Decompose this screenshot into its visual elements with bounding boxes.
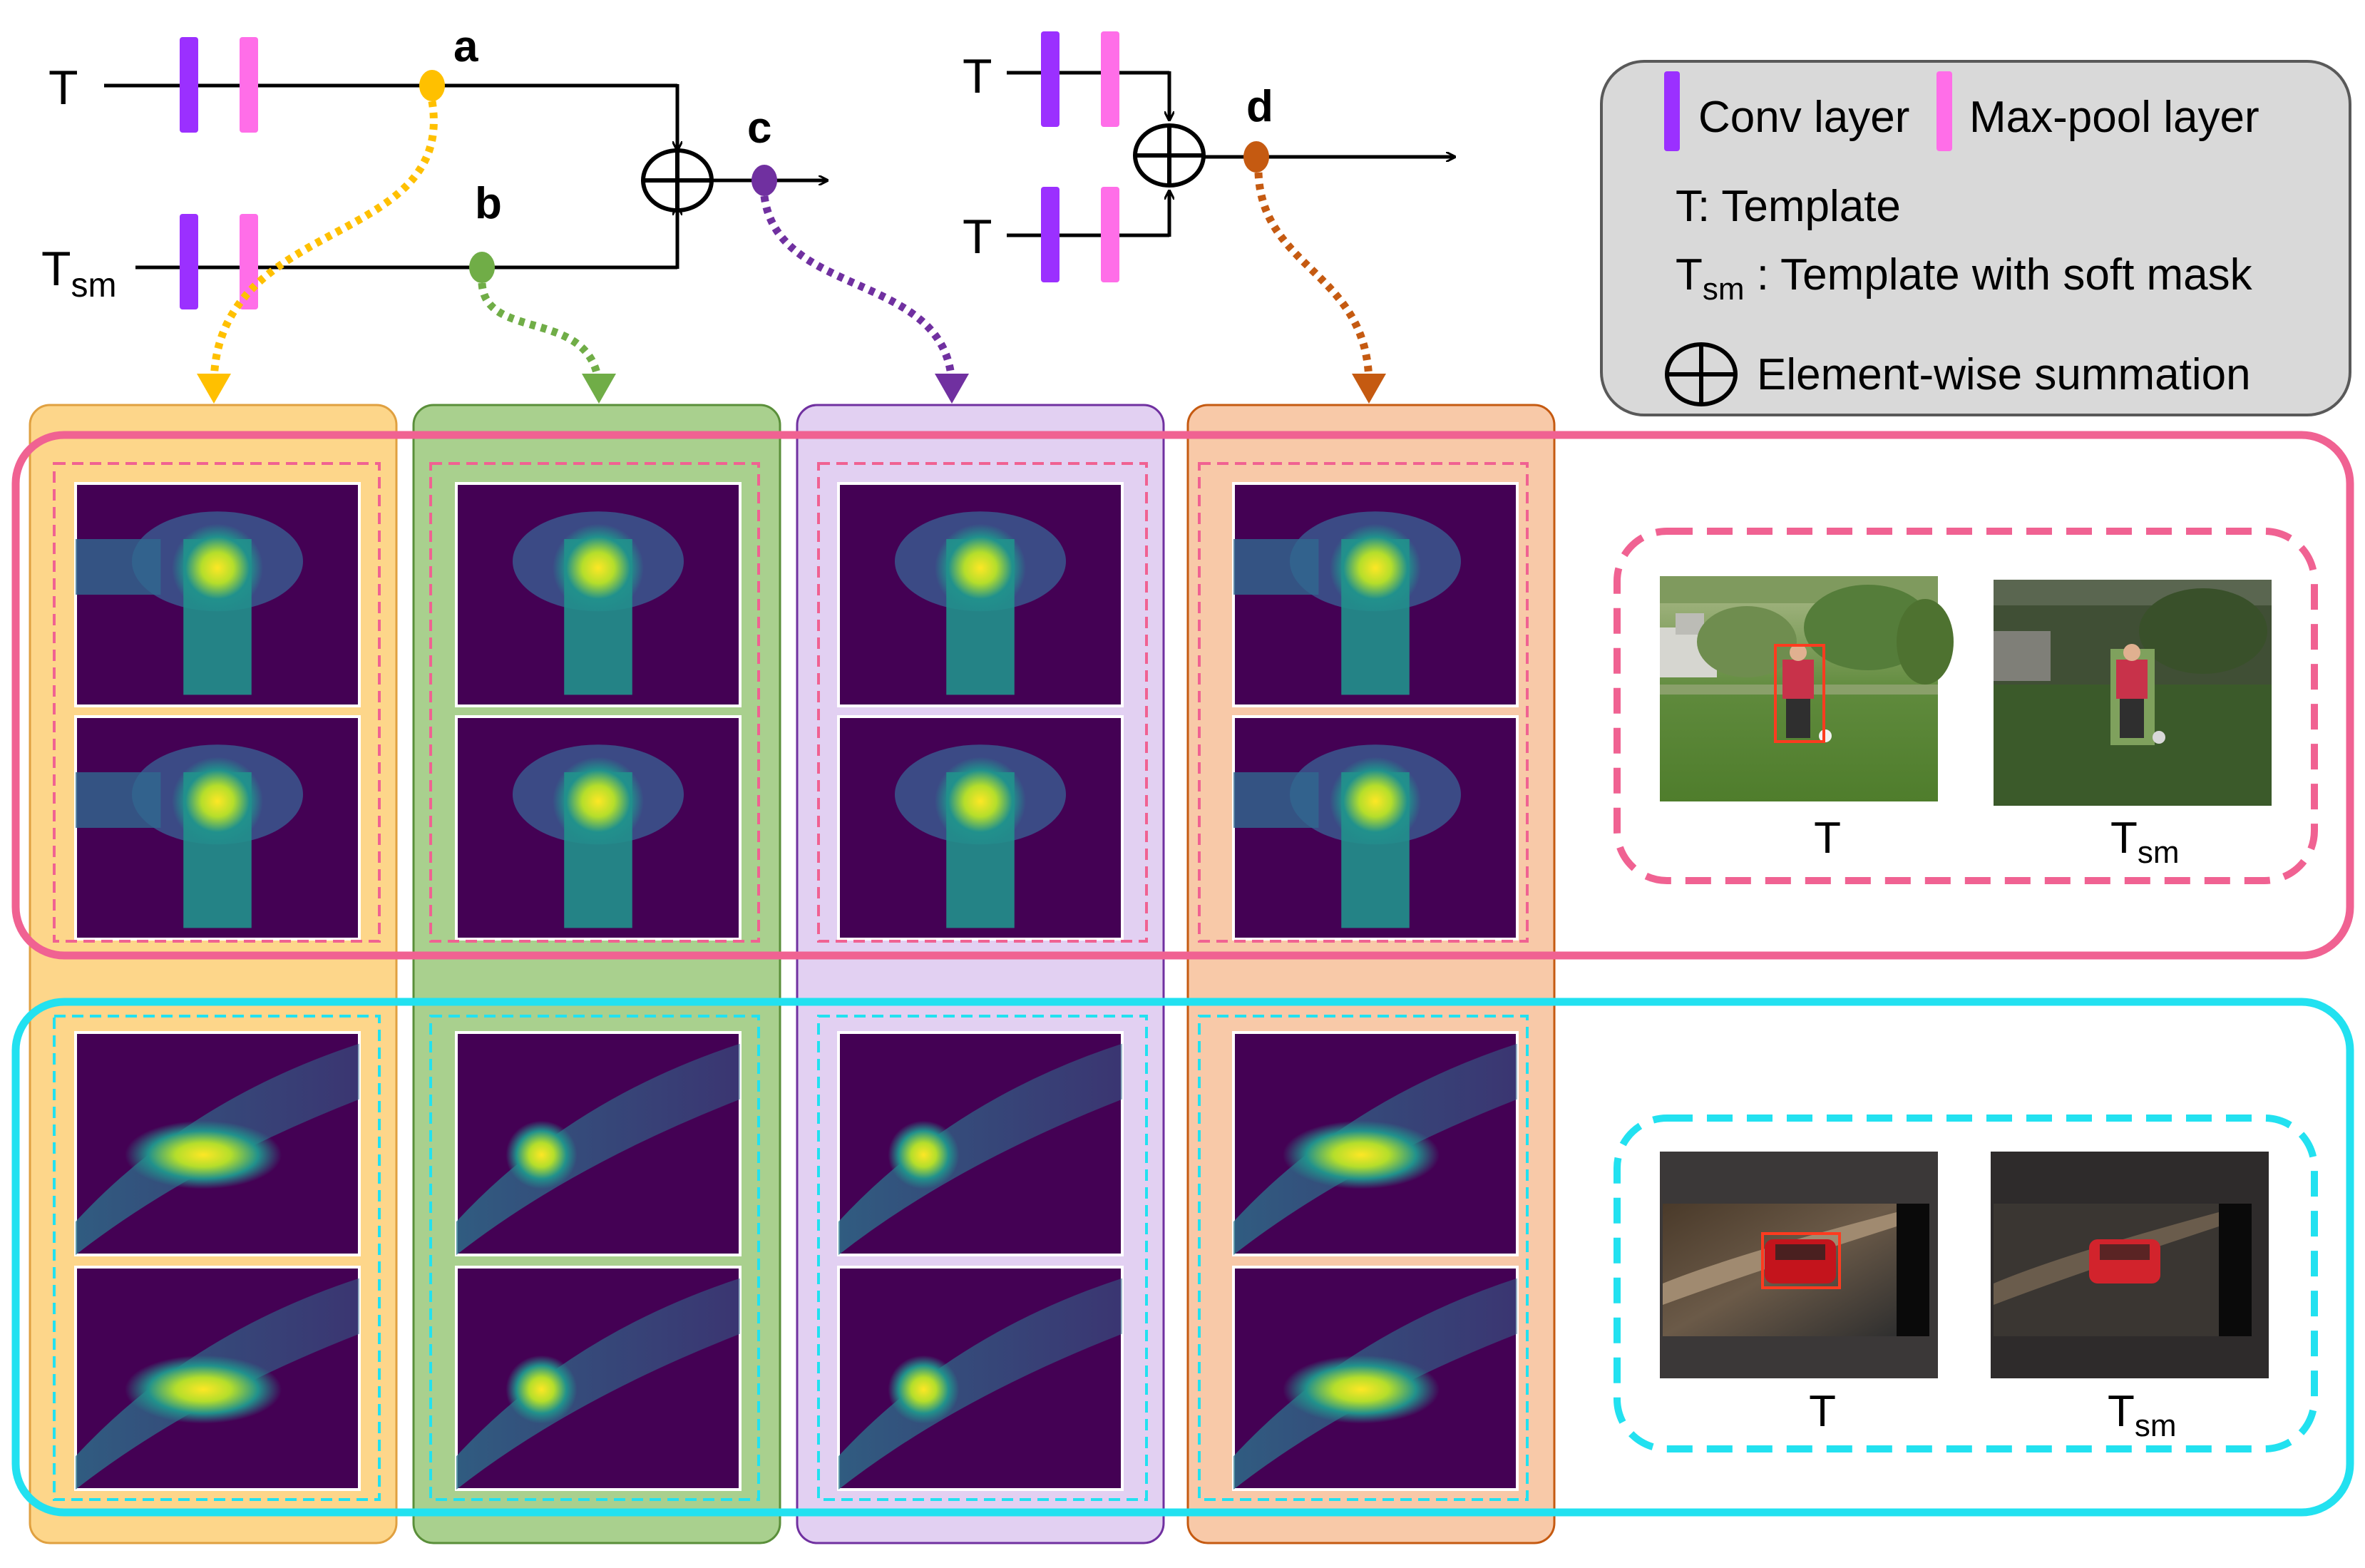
heatmap-a2-2: [74, 1266, 361, 1491]
arrow-b: [478, 282, 603, 386]
legend-background: [1600, 60, 2351, 416]
legend-pool-label: Max-pool layer: [1969, 93, 2259, 142]
soccer-template-image: [1660, 576, 1954, 801]
legend-template-definition: T: Template: [1676, 182, 1901, 231]
feature-arrowheads: [197, 374, 1386, 404]
example-row-2-tsm-label: Tsm: [2108, 1387, 2177, 1443]
example-row-1-dashed-frame: [1614, 528, 2318, 884]
heatmap-b2-1: [455, 1031, 742, 1256]
row-2-frame: [11, 998, 2354, 1517]
example-row-2: T Tsm: [1614, 1114, 2318, 1452]
summation-node-right: [1133, 123, 1206, 188]
legend-box: Conv layer Max-pool layer T: Template Ts…: [1600, 60, 2351, 416]
car-target-box: [1761, 1232, 1841, 1289]
conv-layer-bottom: [180, 214, 198, 309]
dashed-frame-c1: [817, 462, 1148, 943]
legend-pool-swatch: [1936, 71, 1952, 151]
row-1-frame: [11, 431, 2354, 960]
heatmap-c2-2: [837, 1266, 1124, 1491]
legend-conv-label: Conv layer: [1698, 93, 1909, 142]
dashed-frame-b1: [429, 462, 760, 943]
dashed-frame-d1: [1198, 462, 1529, 943]
point-c-label: c: [747, 103, 771, 153]
conv-layer-top: [180, 37, 198, 133]
arrow-c: [760, 195, 956, 386]
pool-layer-top: [240, 37, 258, 133]
heatmap-c1-1: [837, 482, 1124, 707]
point-a-marker: [419, 70, 445, 101]
heatmap-b1-1: [455, 482, 742, 707]
summation-node-left: [641, 148, 714, 212]
arrow-a: [210, 101, 438, 386]
dashed-frame-a2: [53, 1015, 381, 1501]
feature-arrows: [210, 101, 1373, 386]
heatmap-a1-2: [74, 715, 361, 941]
dashed-frame-c2: [817, 1015, 1148, 1501]
heatmap-a2-1: [74, 1031, 361, 1256]
arrowhead-d: [1352, 374, 1386, 404]
input-label-t-upper: T: [963, 49, 992, 103]
point-b-label: b: [475, 179, 502, 228]
arrowhead-c: [935, 374, 969, 404]
legend-sum-icon: [1665, 342, 1738, 406]
point-c-marker: [751, 165, 777, 196]
input-label-tsm: Tsm: [41, 242, 117, 304]
conv-layer-lower: [1041, 187, 1060, 282]
dashed-frame-b2: [429, 1015, 760, 1501]
heatmap-d2-1: [1232, 1031, 1519, 1256]
legend-soft-mask-definition: Tsm : Template with soft mask: [1676, 250, 2253, 307]
dashed-frame-a1: [53, 462, 381, 943]
row-2-dashed-frames: [53, 1015, 1529, 1501]
point-b-marker: [469, 252, 495, 283]
heatmap-b2-2: [455, 1266, 742, 1491]
arrowhead-a: [197, 374, 231, 404]
car-soft-mask-image: [1991, 1152, 2269, 1378]
heatmap-d2-2: [1232, 1266, 1519, 1491]
legend-sum-label: Element-wise summation: [1757, 350, 2251, 399]
example-row-1-t-label: T: [1814, 814, 1841, 863]
example-row-1-tsm-label: Tsm: [2110, 814, 2180, 870]
heatmap-d1-1: [1232, 482, 1519, 707]
row-1-dashed-frames: [53, 462, 1529, 943]
example-row-1: T Tsm: [1614, 528, 2318, 884]
heatmap-c2-1: [837, 1031, 1124, 1256]
input-label-t-lower: T: [963, 210, 992, 264]
arrowhead-b: [582, 374, 616, 404]
point-d-label: d: [1246, 82, 1273, 131]
pool-layer-lower: [1101, 187, 1119, 282]
branch-network-diagram: T Tsm a b c: [41, 22, 827, 309]
heatmap-a1-1: [74, 482, 361, 707]
example-row-2-t-label: T: [1809, 1387, 1836, 1436]
heatmap-d1-2: [1232, 715, 1519, 941]
soccer-target-box: [1774, 644, 1825, 743]
car-template-image: [1660, 1152, 1938, 1378]
heatmap-c1-2: [837, 715, 1124, 941]
soccer-soft-mask-image: [1994, 580, 2272, 806]
legend-conv-swatch: [1664, 71, 1680, 151]
conv-layer-upper: [1041, 31, 1060, 127]
point-d-marker: [1243, 141, 1269, 173]
point-a-label: a: [453, 22, 478, 71]
pool-layer-upper: [1101, 31, 1119, 127]
heatmap-b1-2: [455, 715, 742, 941]
input-label-t-top: T: [48, 61, 78, 115]
arrow-d: [1254, 172, 1373, 386]
shared-network-diagram: T T d: [963, 31, 1455, 282]
dashed-frame-d2: [1198, 1015, 1529, 1501]
example-row-2-dashed-frame: [1614, 1114, 2318, 1452]
heatmap-grid: [74, 482, 1519, 1491]
